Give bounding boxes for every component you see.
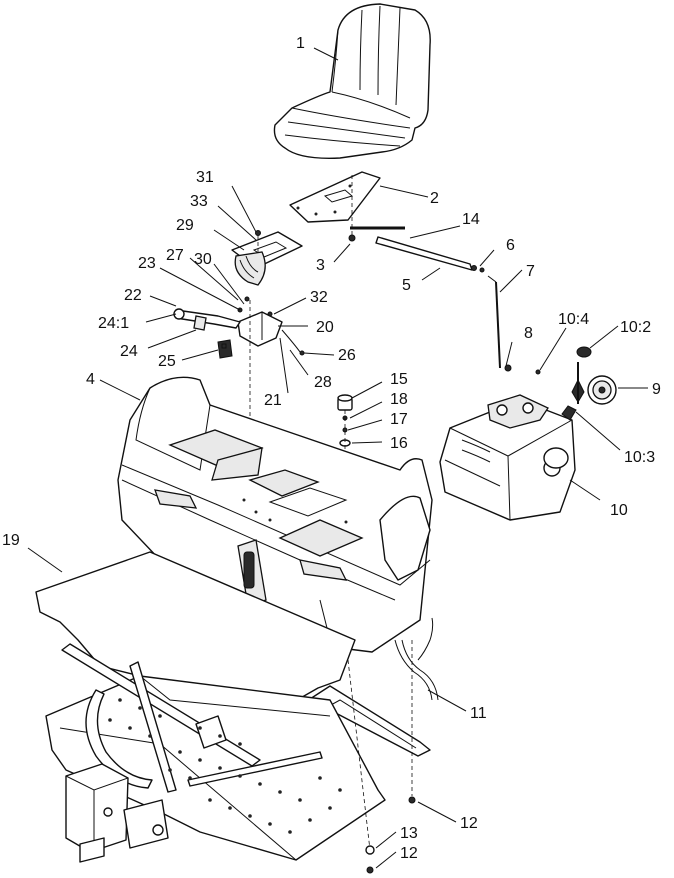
callout-1: 1 <box>296 35 305 52</box>
callout-24-1: 24:1 <box>98 315 129 332</box>
callout-22: 22 <box>124 287 142 304</box>
callout-27: 27 <box>166 247 184 264</box>
callout-6: 6 <box>506 237 515 254</box>
callout-10-3: 10:3 <box>624 449 655 466</box>
callout-21: 21 <box>264 392 282 409</box>
leader-lines <box>27 47 648 869</box>
bracket-part <box>217 311 283 359</box>
callout-2: 2 <box>430 190 439 207</box>
fuel-tank-part <box>439 394 576 521</box>
callout-32: 32 <box>310 289 328 306</box>
callout-26: 26 <box>338 347 356 364</box>
callout-12-upper: 12 <box>460 815 478 832</box>
callout-labels: 1 2 3 14 6 7 5 31 33 29 27 30 23 22 32 2… <box>2 35 661 862</box>
callout-16: 16 <box>390 435 408 452</box>
lever-part <box>173 308 241 331</box>
callout-15: 15 <box>390 371 408 388</box>
fuel-cap-part <box>587 375 617 405</box>
control-bezel-part <box>231 231 303 286</box>
callout-14: 14 <box>462 211 480 228</box>
seat-part <box>273 3 431 159</box>
callout-12-lower: 12 <box>400 845 418 862</box>
callout-24: 24 <box>120 343 138 360</box>
callout-8: 8 <box>524 325 533 342</box>
callout-19: 19 <box>2 532 20 549</box>
callout-30: 30 <box>194 251 212 268</box>
callout-5: 5 <box>402 277 411 294</box>
callout-10: 10 <box>610 502 628 519</box>
callout-17: 17 <box>390 411 408 428</box>
callout-3: 3 <box>316 257 325 274</box>
callout-29: 29 <box>176 217 194 234</box>
callout-20: 20 <box>316 319 334 336</box>
callout-10-4: 10:4 <box>558 311 589 328</box>
seat-pod-part <box>117 376 433 653</box>
callout-25: 25 <box>158 353 176 370</box>
callout-33: 33 <box>190 193 208 210</box>
callout-13: 13 <box>400 825 418 842</box>
callout-9: 9 <box>652 381 661 398</box>
callout-7: 7 <box>526 263 535 280</box>
callout-31: 31 <box>196 169 214 186</box>
rod-part <box>350 226 501 369</box>
callout-23: 23 <box>138 255 156 272</box>
callout-18: 18 <box>390 391 408 408</box>
bolt-3 <box>348 234 356 242</box>
callout-11: 11 <box>470 705 487 722</box>
callout-28: 28 <box>314 374 332 391</box>
frame-part <box>45 643 431 863</box>
callout-4: 4 <box>86 371 95 388</box>
seat-plate-part <box>289 171 381 223</box>
callout-10-2: 10:2 <box>620 319 651 336</box>
